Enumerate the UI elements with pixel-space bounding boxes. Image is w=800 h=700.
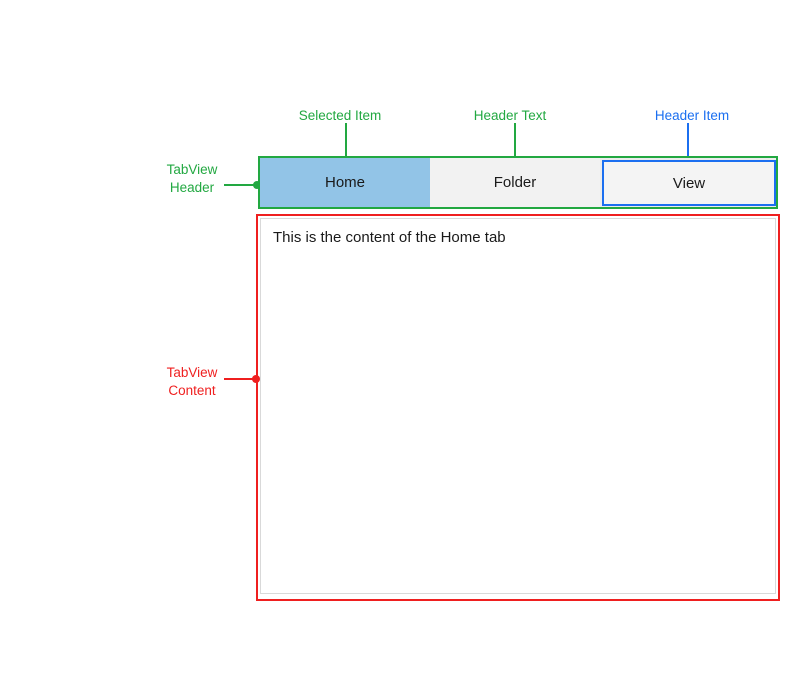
tab-folder-label: Folder (493, 174, 537, 191)
header-text-connector-line (514, 123, 516, 171)
tabview-header-label: TabView Header (142, 161, 242, 197)
tabview-header-connector-dot (253, 181, 261, 189)
tabview-content-label: TabView Content (142, 364, 242, 400)
tabview-content-pane: This is the content of the Home tab (260, 218, 776, 594)
tabview-content-label-line1: TabView (166, 365, 218, 380)
header-item-connector-line (687, 123, 689, 160)
tabview-header-connector-line (224, 184, 256, 186)
tabview-content: This is the content of the Home tab (256, 214, 780, 601)
tabview-content-label-line2: Content (168, 383, 216, 398)
selected-item-label: Selected Item (298, 108, 382, 123)
tab-home[interactable]: Home (260, 158, 430, 207)
header-item-label: Header Item (654, 108, 730, 123)
tab-content-text: This is the content of the Home tab (273, 229, 506, 246)
tab-home-label: Home (324, 174, 365, 191)
tabview-header-label-line1: TabView (166, 162, 218, 177)
tab-view[interactable]: View (602, 160, 776, 206)
tabview-header: Home Folder View (258, 156, 778, 209)
tab-view-label: View (672, 174, 706, 192)
tabview-content-connector-line (224, 378, 254, 380)
header-text-label: Header Text (473, 108, 547, 123)
selected-item-connector-line (345, 123, 347, 171)
tabview-header-label-line2: Header (169, 180, 215, 195)
tab-folder[interactable]: Folder (430, 158, 600, 207)
